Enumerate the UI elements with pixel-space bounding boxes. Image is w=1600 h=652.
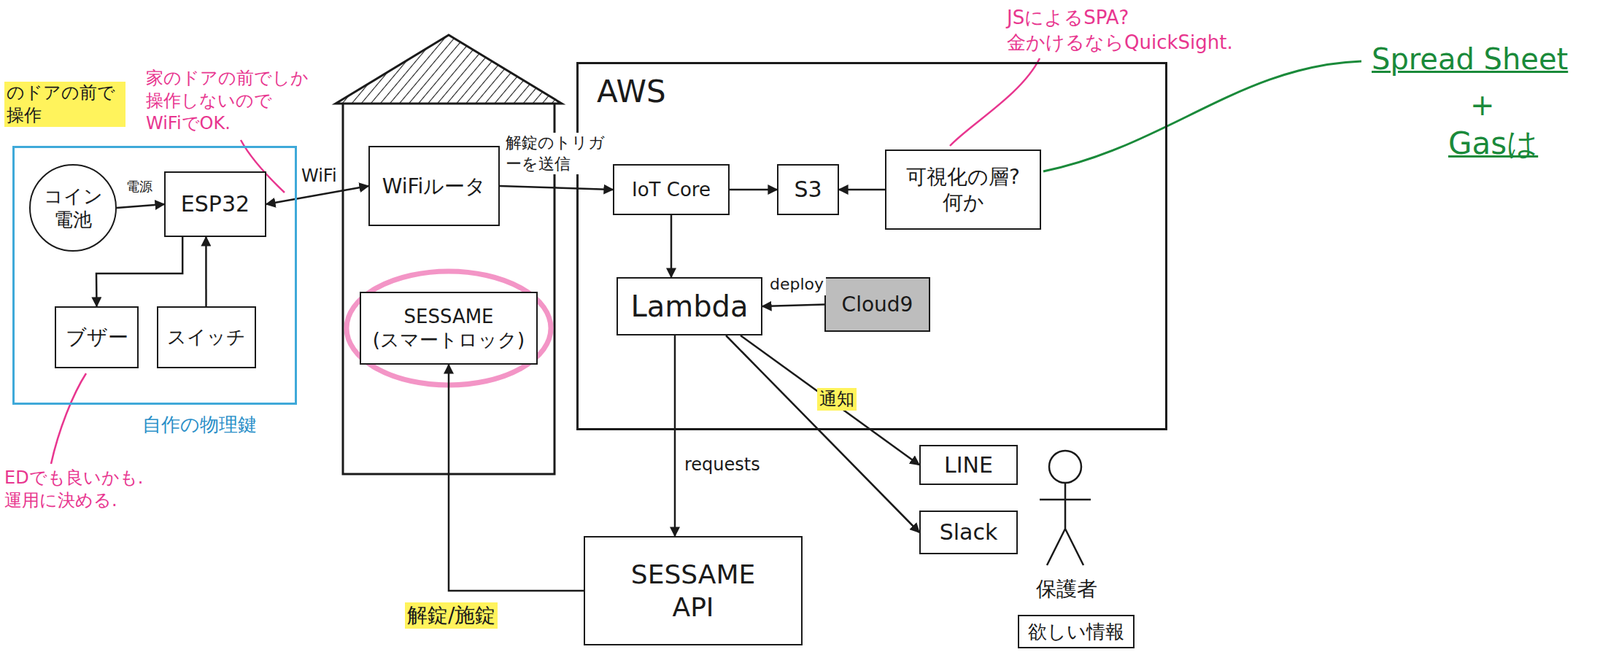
- connector-arrow: [499, 186, 613, 190]
- edge-label: requests: [682, 453, 763, 477]
- process-box: SESSAME API: [583, 536, 803, 646]
- process-box: ESP32: [164, 171, 267, 238]
- edge-label: 電源: [124, 178, 155, 195]
- note-text: +: [1470, 86, 1495, 125]
- note-text: 家のドアの前でしか 操作しないので WiFiでOK.: [145, 67, 318, 136]
- actor-label: 保護者: [1036, 576, 1098, 603]
- node-text: S3: [793, 175, 822, 204]
- leader-line: [1043, 61, 1362, 172]
- process-box: Lambda: [616, 277, 763, 336]
- node-text: 欲しい情報: [1027, 620, 1125, 645]
- person-head: [1049, 450, 1082, 483]
- device-group: 自作の物理鍵コイン電池ESP32ブザースイッチ: [12, 145, 297, 405]
- process-box: ブザー: [54, 306, 139, 369]
- leader-line: [949, 58, 1040, 146]
- note-text: EDでも良いかも. 運用に決める.: [4, 466, 173, 513]
- node-text: ESP32: [180, 190, 250, 219]
- node-text: SESSAME API: [623, 558, 763, 624]
- note-text: Spread Sheet: [1371, 40, 1568, 79]
- edge-label: deploy: [767, 274, 826, 296]
- node-text: SESSAME (スマートロック): [368, 304, 529, 353]
- process-box: LINE: [919, 445, 1018, 486]
- edge-label: 解錠/施錠: [404, 602, 498, 629]
- group-heading: AWS: [596, 72, 667, 112]
- connector-arrow: [116, 204, 165, 208]
- connector-arrow: [762, 304, 825, 308]
- process-box: スイッチ: [156, 306, 257, 369]
- connector-arrow: [839, 188, 885, 192]
- edge-label: 通知: [817, 388, 857, 411]
- note-text: のドアの前で 操作: [4, 81, 126, 127]
- node-text: IoT Core: [631, 178, 711, 203]
- node-text: コイン電池: [43, 184, 103, 233]
- connector-arrow: [725, 335, 920, 533]
- process-box: IoT Core: [612, 164, 730, 216]
- process-box: S3: [777, 164, 840, 216]
- node-text: スイッチ: [167, 325, 246, 350]
- leader-line: [51, 373, 87, 465]
- battery-circle: コイン電池: [29, 164, 117, 252]
- connector-arrow: [96, 237, 183, 307]
- person-body: [1039, 482, 1091, 566]
- process-box: Slack: [919, 510, 1018, 555]
- process-box: 可視化の層? 何か: [884, 149, 1042, 230]
- connector-arrow: [729, 188, 778, 192]
- process-box: WiFiルータ: [368, 145, 500, 227]
- cloud-group: AWS IoT Core S3 可視化の層? 何か Lambda Cloud9: [576, 62, 1168, 431]
- node-text: LINE: [944, 451, 993, 480]
- note-text: JSによるSPA? 金かけるならQuickSight.: [1006, 5, 1270, 56]
- node-text: ブザー: [65, 324, 129, 351]
- node-text: Lambda: [630, 288, 748, 325]
- process-box: SESSAME (スマートロック): [359, 291, 538, 365]
- group-heading: 自作の物理鍵: [142, 412, 257, 438]
- process-box: 欲しい情報: [1017, 615, 1135, 649]
- edge-label: WiFi: [299, 164, 340, 188]
- edge-label: 解錠のトリガーを送信: [503, 132, 610, 175]
- note-text: Gasは: [1448, 124, 1538, 165]
- connector-arrow: [674, 335, 677, 537]
- connector-arrow: [205, 237, 208, 307]
- node-text: Slack: [939, 518, 999, 547]
- process-box: Cloud9: [824, 277, 931, 332]
- connector-arrow: [266, 186, 369, 205]
- connector-arrow: [740, 335, 920, 466]
- node-text: Cloud9: [841, 291, 914, 318]
- house-roof: [335, 35, 562, 104]
- connector-arrow: [670, 215, 673, 278]
- node-text: WiFiルータ: [382, 173, 487, 200]
- connector-arrow: [448, 364, 584, 591]
- node-text: 可視化の層? 何か: [893, 164, 1033, 216]
